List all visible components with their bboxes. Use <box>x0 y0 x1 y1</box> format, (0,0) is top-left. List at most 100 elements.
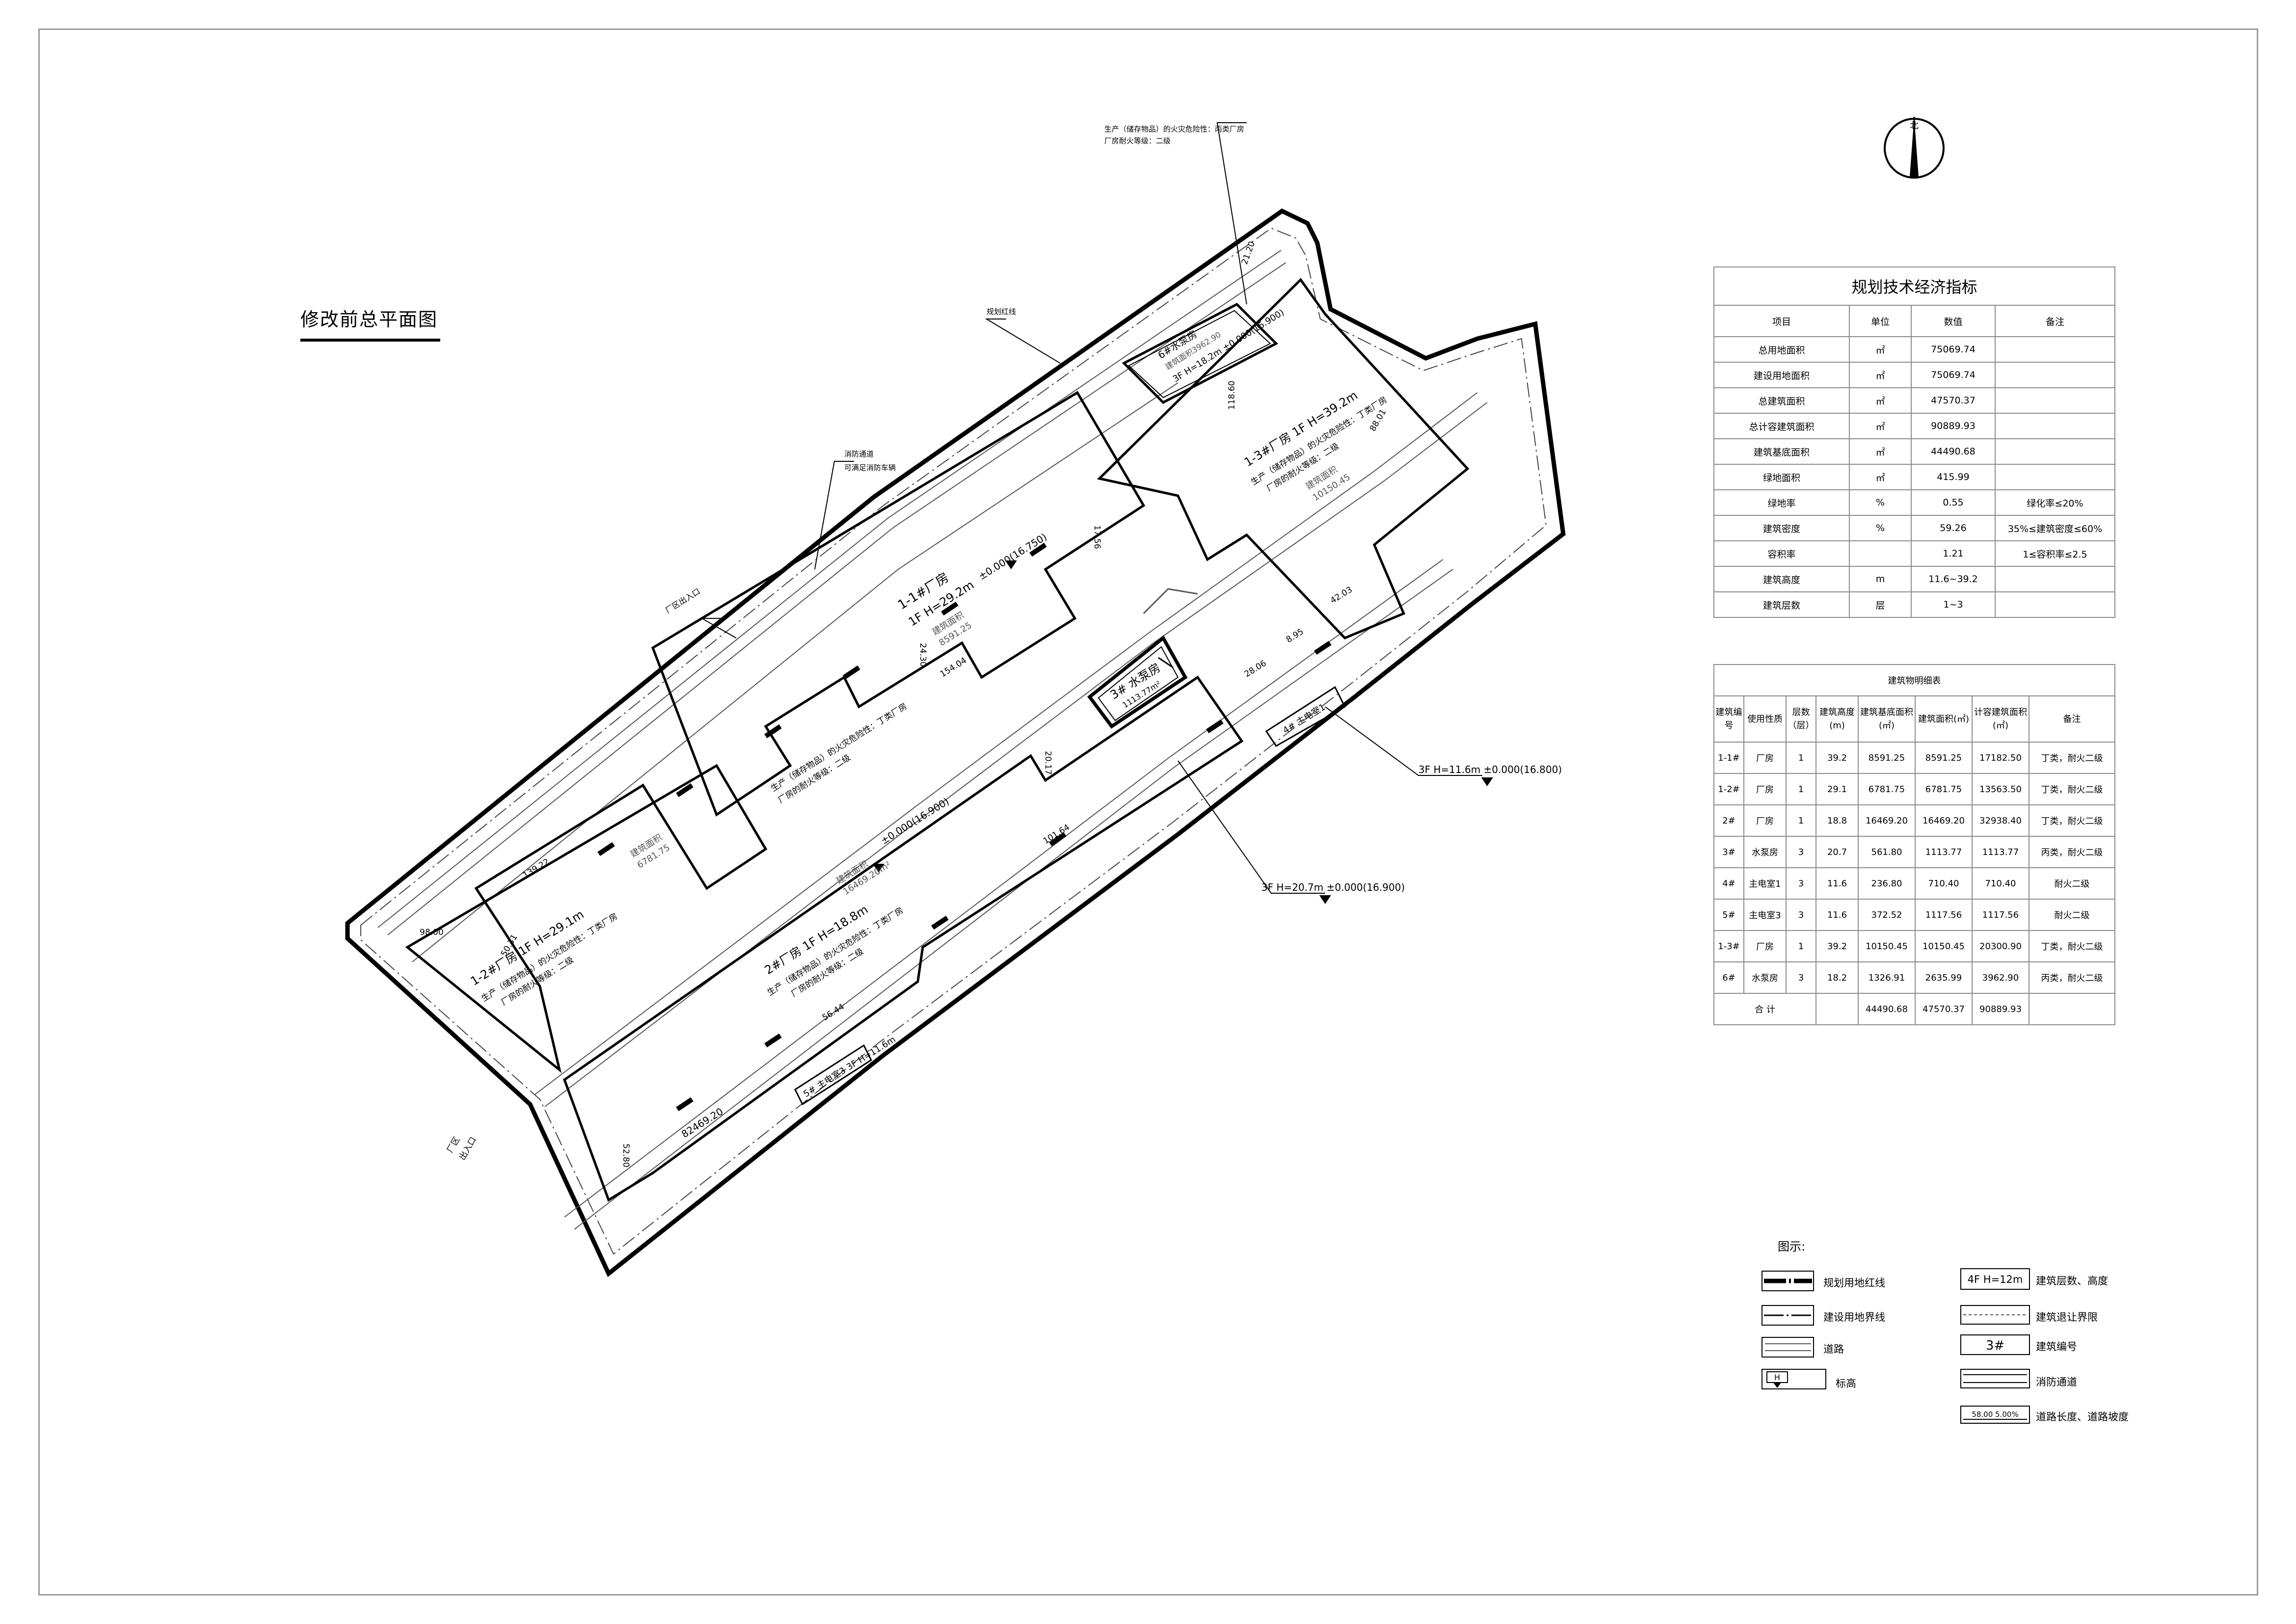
misc-area-label: 82469.20 <box>679 1105 725 1140</box>
legend-floors-symbol: 4F H=12m <box>1968 1274 2023 1285</box>
dim-8-95: 8.95 <box>1284 627 1306 645</box>
econ-cell: 44490.68 <box>1911 438 1996 465</box>
econ-cell: ㎡ <box>1849 438 1912 465</box>
econ-cell: 11.6~39.2 <box>1911 566 1996 592</box>
bldg-total-base: 44490.68 <box>1858 993 1916 1025</box>
econ-cell <box>1995 336 2115 363</box>
drawing-title: 修改前总平面图 <box>300 309 438 330</box>
fire-lane-label-2: 可满足消防车辆 <box>844 463 896 472</box>
building-3-inner <box>1097 646 1179 721</box>
level-16800: 3F H=11.6m ±0.000(16.800) <box>1418 764 1562 775</box>
fire-rating-note: 生产（储存物品）的火灾危险性：丙类厂房 <box>1104 125 1244 133</box>
dim-139-22: 139.22 <box>521 857 551 880</box>
econ-cell <box>1849 540 1912 567</box>
bldg-cell: 39.2 <box>1815 930 1859 962</box>
bldg-table-header: 建筑编号使用性质层数（层）建筑高度(m)建筑基底面积(㎡)建筑面积(㎡)计容建筑… <box>1713 695 2115 743</box>
building-6-inner <box>1128 310 1271 399</box>
legend-setback: 建筑退让界限 <box>2036 1311 2098 1323</box>
bldg-cell: 18.2 <box>1815 961 1859 994</box>
bldg-cell: 丁类，耐火二级 <box>2029 804 2115 837</box>
bldg-cell: 8591.25 <box>1915 742 1973 774</box>
north-label: 北 <box>1910 121 1919 131</box>
bldg-cell: 1 <box>1786 804 1816 837</box>
bldg-cell: 16469.20 <box>1858 804 1916 837</box>
bldg-cell: 1-2# <box>1713 773 1744 805</box>
bldg-cell: 6# <box>1713 961 1744 994</box>
bldg-cell: 水泵房 <box>1743 836 1787 868</box>
bldg-cell: 3 <box>1786 836 1816 868</box>
bldg-header-cell: 计容建筑面积(㎡) <box>1972 695 2029 743</box>
bldg-header-cell: 建筑面积(㎡) <box>1915 695 1973 743</box>
building-2 <box>562 675 1244 1202</box>
econ-cell: ㎡ <box>1849 362 1912 388</box>
econ-cell: % <box>1849 515 1912 541</box>
bldg-cell: 4# <box>1713 867 1744 900</box>
b6-floors: 3F H=18.2m ±0.000(16.900) <box>1171 307 1286 384</box>
bldg-cell: 丙类，耐火二级 <box>2029 836 2115 868</box>
bldg-cell: 5# <box>1713 899 1744 931</box>
econ-cell: 75069.74 <box>1911 336 1996 363</box>
bldg-header-cell: 建筑编号 <box>1713 695 1744 743</box>
econ-cell: 建筑高度 <box>1713 566 1850 592</box>
gate-south-label: 厂区 <box>445 1135 462 1154</box>
econ-cell: 1≤容积率≤2.5 <box>1995 540 2115 567</box>
legend-building-no: 建筑编号 <box>2036 1341 2077 1353</box>
dim-28-06: 28.06 <box>1243 658 1268 679</box>
bldg-cell: 561.80 <box>1858 836 1916 868</box>
leader-lines <box>700 122 1482 894</box>
bldg-cell: 1113.77 <box>1972 836 2029 868</box>
bldg-cell: 1 <box>1786 773 1816 805</box>
fire-lane-markers <box>597 542 1332 1112</box>
bldg-cell: 20300.90 <box>1972 930 2029 962</box>
econ-cell: 59.26 <box>1911 515 1996 541</box>
bldg-cell: 710.40 <box>1915 867 1973 900</box>
bldg-total-label: 合 计 <box>1713 993 1816 1025</box>
econ-cell <box>1995 591 2115 618</box>
econ-cell <box>1995 438 2115 465</box>
legend-red-line: 规划用地红线 <box>1823 1277 1885 1289</box>
legend-fire-lane: 消防通道 <box>2036 1376 2077 1388</box>
bldg-cell: 3 <box>1786 867 1816 900</box>
dim-21-20: 21.20 <box>1240 240 1257 266</box>
econ-cell: 1~3 <box>1911 591 1996 618</box>
bldg-cell: 1117.56 <box>1972 899 2029 931</box>
bldg-cell: 厂房 <box>1743 804 1787 837</box>
legend-building-no-symbol: 3# <box>1986 1338 2004 1353</box>
bldg-cell: 3962.90 <box>1972 961 2029 994</box>
bldg-cell: 236.80 <box>1858 867 1916 900</box>
bldg-cell: 10150.45 <box>1915 930 1973 962</box>
dim-118-60: 118.60 <box>1227 381 1237 410</box>
building-3 <box>1087 635 1188 729</box>
bldg-cell: 厂房 <box>1743 930 1787 962</box>
bldg-cell: 13563.50 <box>1972 773 2029 805</box>
bldg-cell: 主电室3 <box>1743 899 1787 931</box>
econ-cell: 容积率 <box>1713 540 1850 567</box>
legend-road: 道路 <box>1823 1343 1844 1355</box>
bldg-cell: 17182.50 <box>1972 742 2029 774</box>
building-4 <box>1265 686 1346 747</box>
bldg-cell: 1-1# <box>1713 742 1744 774</box>
bldg-cell: 耐火二级 <box>2029 867 2115 900</box>
econ-cell: % <box>1849 489 1912 516</box>
legend-symbols <box>1762 1268 2030 1424</box>
bldg-cell: 20.7 <box>1815 836 1859 868</box>
bldg-cell: 1-3# <box>1713 930 1744 962</box>
bldg-cell: 水泵房 <box>1743 961 1787 994</box>
legend-slope-symbol: 58.00 5.00% <box>1972 1410 2018 1419</box>
econ-cell <box>1995 362 2115 388</box>
legend-road-slope: 道路长度、道路坡度 <box>2036 1411 2129 1423</box>
econ-cell <box>1995 566 2115 592</box>
